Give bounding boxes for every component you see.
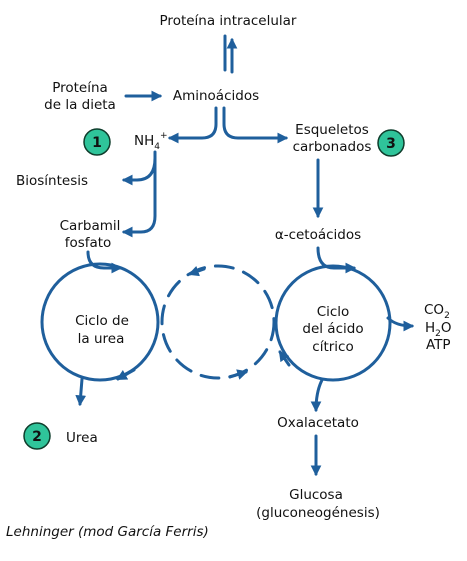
badge-1-number: 1 [92,135,102,151]
label-glucose-line2: (gluconeogénesis) [256,505,380,521]
badge-3: 3 [377,129,405,157]
label-h2o: H2O [425,320,452,339]
label-oxaloacetate: Oxalacetato [277,415,359,431]
label-carbamoyl-line1: Carbamil [60,218,121,234]
label-carbamoyl-line2: fosfato [65,235,112,251]
label-skeletons-line1: Esqueletos [295,122,369,138]
arrow-nh4-to-biosynthesis [121,156,157,186]
label-amino-acids: Aminoácidos [173,88,259,104]
label-co2: CO2 [424,302,450,321]
arrow-urea-cycle-turn [116,368,136,381]
badge-2: 2 [23,422,51,450]
label-urea-cycle-line1: Ciclo de [75,313,129,329]
arrow-citric-cycle-products [386,316,415,332]
source-caption: Lehninger (mod García Ferris) [6,524,209,540]
arrow-aminoacids-to-skeletons [222,106,289,144]
label-skeletons-line2: carbonados [293,139,372,155]
label-citric-cycle-line1: Ciclo [317,304,350,320]
label-glucose-line1: Glucosa [289,487,343,503]
label-citric-cycle-line3: cítrico [312,339,353,355]
citric-cycle-circle [274,264,392,382]
arrow-linking-cycle-bottom [228,369,249,380]
arrow-carbamoyl-into-urea-cycle [86,250,123,274]
arrow-citric-to-oxaloacetate [310,378,324,413]
arrow-linking-cycle-top [187,266,206,277]
urea-cycle-circle [40,262,160,382]
arrow-citric-cycle-turn [278,350,291,367]
label-atp: ATP [426,337,451,353]
badge-2-number: 2 [32,429,42,445]
label-biosynthesis: Biosíntesis [16,173,88,189]
arrow-nh4-to-carbamoyl [121,150,157,238]
label-urea-cycle-line2: la urea [78,331,125,347]
label-diet-protein-line2: de la dieta [44,97,116,113]
arrow-aminoacids-to-nh4 [167,106,218,144]
arrow-ketoacids-into-citric-cycle [316,246,357,274]
badge-3-number: 3 [386,136,396,152]
linking-cycle-dashed [160,264,276,380]
arrow-urea-cycle-output [75,377,87,407]
badge-1: 1 [83,128,111,156]
label-diet-protein-line1: Proteína [52,80,108,96]
label-alpha-keto-acids: α-cetoácidos [275,227,361,243]
label-intracellular-protein: Proteína intracelular [160,13,297,29]
label-nh4: NH4+ [134,131,168,152]
label-urea: Urea [66,430,98,446]
label-citric-cycle-line2: del ácido [302,321,363,337]
